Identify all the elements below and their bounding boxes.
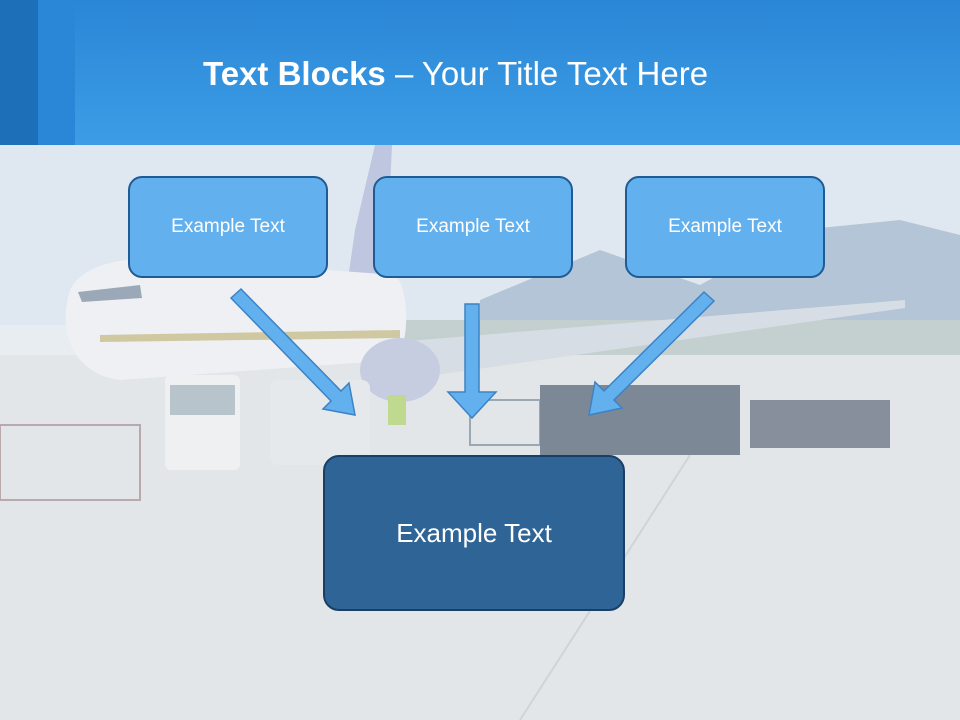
title-dash: – [385, 55, 422, 92]
title-bold: Text Blocks [203, 55, 386, 92]
title-bar [0, 0, 960, 145]
accent-stripe-light [38, 0, 75, 145]
text-block-3[interactable]: Example Text [625, 176, 825, 278]
text-block-2-label: Example Text [416, 216, 530, 237]
target-text-block[interactable]: Example Text [323, 455, 625, 611]
text-block-3-label: Example Text [668, 216, 782, 237]
slide-title: Text Blocks – Your Title Text Here [203, 55, 708, 93]
text-block-2[interactable]: Example Text [373, 176, 573, 278]
arrow-right [588, 290, 716, 416]
text-block-1[interactable]: Example Text [128, 176, 328, 278]
arrow-left [229, 287, 356, 416]
arrow-center [446, 303, 498, 420]
title-rest: Your Title Text Here [421, 55, 709, 92]
text-block-1-label: Example Text [171, 216, 285, 237]
accent-stripe-dark [0, 0, 38, 145]
target-text-block-label: Example Text [396, 517, 552, 548]
